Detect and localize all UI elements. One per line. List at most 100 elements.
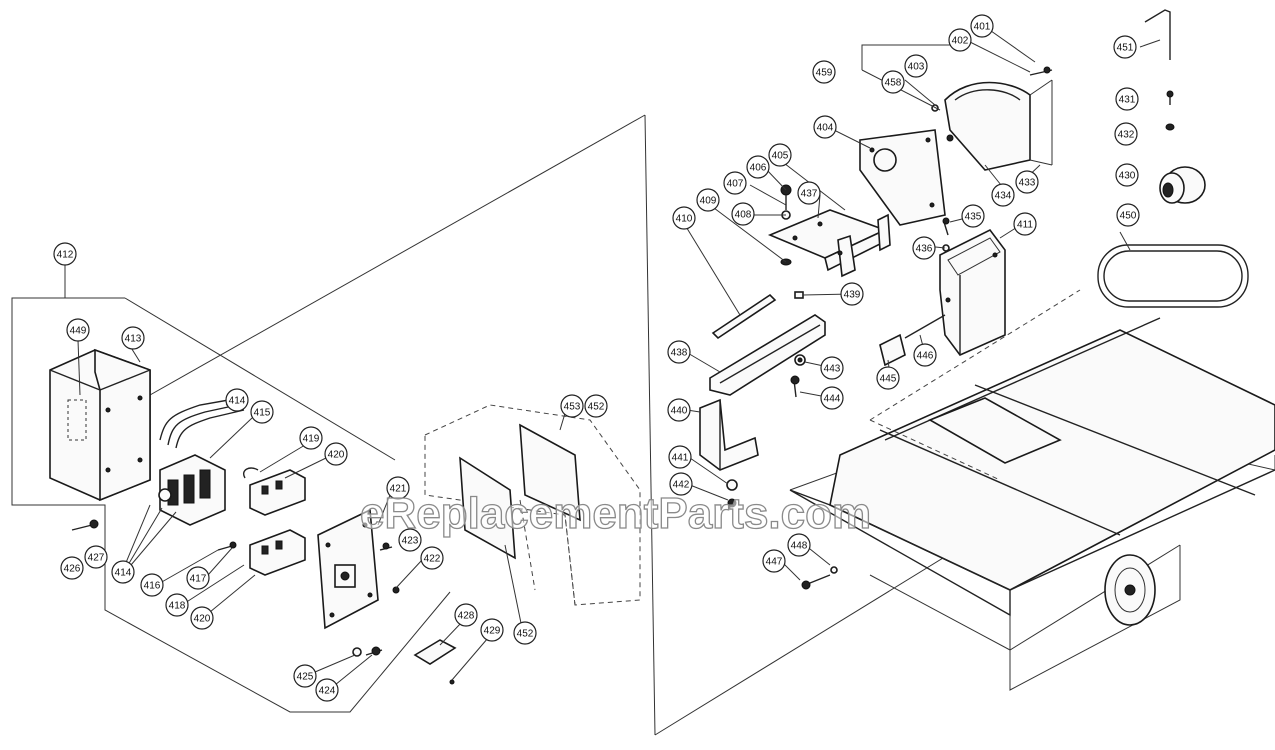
callout-circle	[1015, 170, 1039, 194]
callout-circle	[768, 143, 792, 167]
callout-circle	[111, 560, 135, 584]
callout-label: 402	[952, 36, 969, 47]
callout-label: 429	[484, 626, 501, 637]
callout-circle	[420, 546, 444, 570]
callout-circle	[787, 533, 811, 557]
callout-426: 426	[60, 556, 84, 580]
callout-403: 403	[904, 54, 928, 78]
callout-label: 445	[880, 374, 897, 385]
callout-circle	[913, 343, 937, 367]
callout-415: 415	[250, 400, 274, 424]
callout-circle	[961, 204, 985, 228]
callout-label: 412	[57, 250, 74, 261]
callout-circle	[904, 54, 928, 78]
callout-circle	[912, 236, 936, 260]
callout-circle	[454, 603, 478, 627]
callout-label: 459	[816, 68, 833, 79]
callout-label: 411	[1017, 220, 1033, 231]
callout-417: 417	[186, 566, 210, 590]
callout-420: 420	[190, 606, 214, 630]
callout-443: 443	[820, 356, 844, 380]
callout-435: 435	[961, 204, 985, 228]
callout-circle	[668, 445, 692, 469]
callout-421: 421	[386, 476, 410, 500]
callout-404: 404	[813, 115, 837, 139]
callout-label: 416	[144, 581, 161, 592]
callout-circle	[672, 206, 696, 230]
callout-label: 405	[772, 151, 789, 162]
callout-label: 453	[564, 402, 581, 413]
callout-circle	[293, 664, 317, 688]
callout-label: 446	[917, 351, 934, 362]
callout-circle	[667, 398, 691, 422]
callout-circle	[480, 618, 504, 642]
callout-label: 417	[190, 574, 207, 585]
callout-423: 423	[398, 528, 422, 552]
callout-424: 424	[315, 678, 339, 702]
callout-circle	[876, 366, 900, 390]
callout-447: 447	[762, 549, 786, 573]
callout-444: 444	[820, 386, 844, 410]
callout-432: 432	[1114, 122, 1138, 146]
callout-circle	[696, 188, 720, 212]
callout-label: 436	[916, 244, 933, 255]
callout-label: 447	[766, 557, 783, 568]
callout-label: 408	[735, 210, 752, 221]
callout-445: 445	[876, 366, 900, 390]
motor-mount-bracket	[767, 209, 891, 278]
dust-chute-housing	[939, 217, 1006, 356]
callout-453: 453	[560, 394, 584, 418]
motor-plate	[859, 129, 946, 226]
callout-circle	[386, 476, 410, 500]
callout-436: 436	[912, 236, 936, 260]
callout-427: 427	[84, 545, 108, 569]
callout-circle	[813, 115, 837, 139]
callout-label: 420	[194, 614, 211, 625]
callout-circle	[881, 70, 905, 94]
callout-434: 434	[991, 183, 1015, 207]
callout-420: 420	[324, 442, 348, 466]
rear-cover-box	[424, 404, 641, 606]
callout-label: 435	[965, 212, 982, 223]
callout-label: 401	[974, 22, 991, 33]
callout-label: 414	[115, 568, 132, 579]
callout-circle	[584, 394, 608, 418]
pulley-parts	[1159, 90, 1206, 204]
callout-413: 413	[121, 326, 145, 350]
callout-label: 437	[801, 189, 818, 200]
callout-414: 414	[111, 560, 135, 584]
callout-410: 410	[672, 206, 696, 230]
callout-circle	[315, 678, 339, 702]
adjustment-rod	[711, 291, 804, 340]
slide-rail	[709, 314, 826, 396]
callout-label: 418	[169, 601, 186, 612]
callout-409: 409	[696, 188, 720, 212]
callout-circle	[1114, 122, 1138, 146]
callout-label: 431	[1119, 95, 1136, 106]
callout-circle	[513, 621, 537, 645]
callout-label: 403	[908, 62, 925, 73]
callout-449: 449	[66, 318, 90, 342]
callout-label: 434	[995, 191, 1012, 202]
callout-433: 433	[1015, 170, 1039, 194]
callout-label: 410	[676, 214, 693, 225]
callout-label: 443	[824, 364, 841, 375]
switch-box-group-outline	[11, 262, 451, 713]
callout-circle	[1113, 35, 1137, 59]
callout-439: 439	[840, 282, 864, 306]
callout-circle	[121, 326, 145, 350]
callout-438: 438	[667, 340, 691, 364]
callout-405: 405	[768, 143, 792, 167]
callout-label: 421	[390, 484, 407, 495]
callout-circle	[66, 318, 90, 342]
callout-circle	[398, 528, 422, 552]
callout-430: 430	[1115, 163, 1139, 187]
callout-label: 450	[1120, 211, 1137, 222]
callout-401: 401	[970, 14, 994, 38]
callout-label: 413	[125, 334, 142, 345]
callout-label: 430	[1119, 171, 1136, 182]
callout-452: 452	[584, 394, 608, 418]
callout-459: 459	[812, 60, 836, 84]
callout-label: 426	[64, 564, 81, 575]
